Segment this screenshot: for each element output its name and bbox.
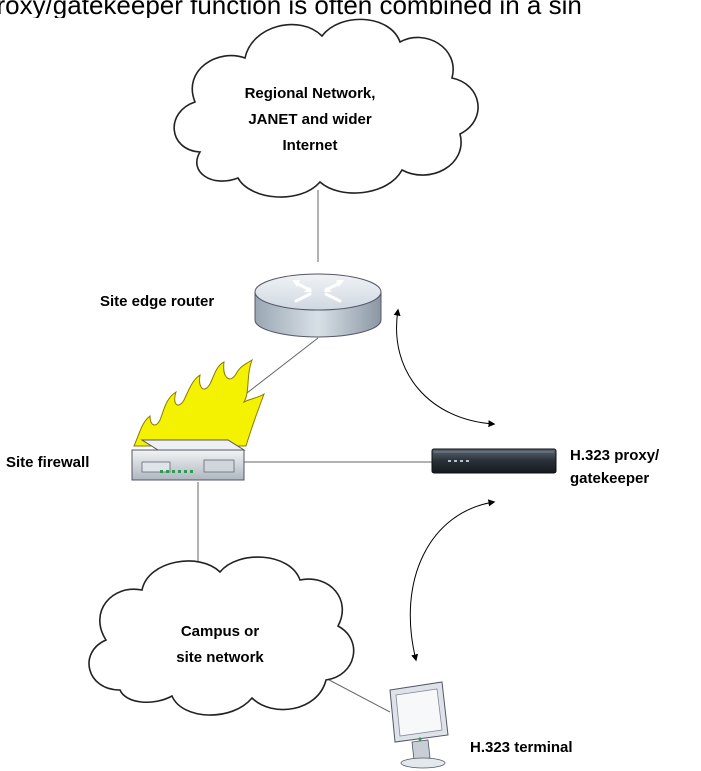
cloud-shape — [173, 18, 479, 198]
internet-label-line2: JANET and wider — [248, 111, 372, 128]
proxy-label-line1: H.323 proxy/ — [570, 447, 660, 464]
campus-label-line1: Campus or — [181, 623, 260, 640]
signal-arrow-proxy-terminal — [409, 499, 496, 662]
internet-label-line1: Regional Network, — [245, 85, 376, 102]
proxy-gatekeeper-icon — [431, 448, 557, 474]
header-text: proxy/gatekeeper function is often combi… — [0, 0, 582, 18]
router-icon — [254, 273, 382, 338]
campus-cloud: Campus or site network — [88, 556, 355, 716]
firewall-icon — [131, 439, 246, 481]
internet-cloud: Regional Network, JANET and wider Intern… — [173, 18, 479, 198]
terminal-label: H.323 terminal — [470, 739, 573, 756]
terminal-icon — [389, 681, 449, 769]
connection-lines — [197, 190, 432, 713]
router-label: Site edge router — [100, 293, 214, 310]
flame-icon — [133, 358, 266, 447]
router-arrows-icon — [294, 281, 342, 303]
campus-label-line2: site network — [176, 649, 264, 666]
internet-label-line3: Internet — [282, 137, 337, 154]
proxy-label-line2: gatekeeper — [570, 470, 649, 487]
page-header-fragment: proxy/gatekeeper function is often combi… — [0, 0, 701, 18]
cloud-shape — [88, 556, 355, 716]
signal-arrow-router-proxy — [393, 308, 496, 428]
firewall-label: Site firewall — [6, 454, 89, 471]
